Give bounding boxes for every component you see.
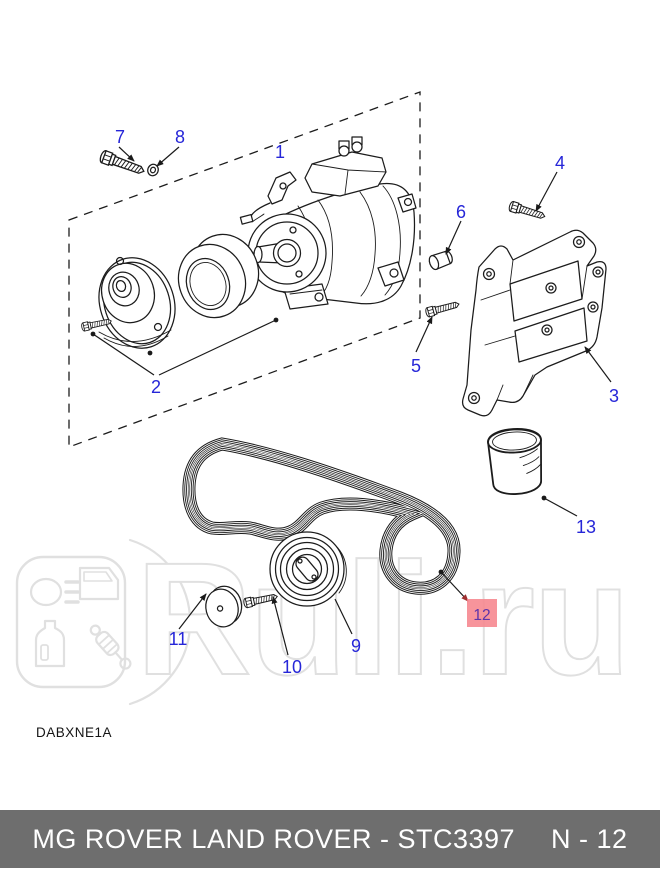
footer-title: MG ROVER LAND ROVER - STC3397: [32, 823, 516, 854]
callout-9: 9: [351, 636, 361, 656]
leader-10: [271, 596, 289, 656]
clutch-bolt: [80, 316, 113, 332]
leader-8: [156, 146, 180, 167]
part-clutch-coil: [177, 233, 260, 319]
callout-6: 6: [456, 202, 466, 222]
callout-labels: 1 2 3 4 5 6 7 8 9 10 11 13: [115, 127, 619, 677]
car-door-icon: [78, 566, 120, 601]
leader-2a: [92, 333, 155, 376]
highlight-box: [467, 599, 497, 627]
exploded-parts-diagram: Ruli.ru: [15, 91, 632, 740]
callout-4: 4: [555, 153, 565, 173]
callout-5: 5: [411, 356, 421, 376]
part-compressor: [239, 136, 417, 310]
part-idler-disc: [205, 585, 243, 628]
leader-11: [178, 593, 207, 630]
callout-12: 12: [473, 607, 490, 624]
lifting-bracket: [267, 171, 297, 205]
wire-harness: [249, 202, 271, 221]
callout-10: 10: [282, 657, 302, 677]
assembly-outline-box: [68, 91, 421, 448]
callout-8: 8: [175, 127, 185, 147]
washer-8: [147, 163, 159, 177]
callout-11: 11: [169, 629, 188, 649]
leader-3: [584, 346, 612, 383]
part-clutch-plate: [98, 256, 176, 349]
bolt-7: [98, 149, 147, 178]
callout-2: 2: [151, 377, 161, 397]
leader-5: [415, 316, 433, 353]
drawing-code: DABXNE1A: [36, 725, 112, 740]
part-tensioner-pulley: [269, 531, 347, 607]
leader-9: [334, 598, 353, 635]
part-hose-sleeve: [487, 428, 543, 495]
shock-absorber-icon: [89, 624, 132, 670]
bolt-4: [507, 200, 547, 222]
callout-3: 3: [609, 386, 619, 406]
part-mounting-bracket: [461, 229, 607, 417]
headlight-icon: [29, 577, 80, 607]
callout-7: 7: [115, 127, 125, 147]
watermark-circle-arc: [128, 538, 192, 706]
leader-4: [535, 171, 558, 212]
leader-7: [118, 146, 135, 162]
bolt-5: [424, 298, 461, 318]
leader-13: [543, 497, 578, 517]
watermark-logo-box: [15, 555, 127, 689]
footer-page-ref: N - 12: [551, 823, 628, 854]
leader-2b: [158, 319, 277, 376]
footer-bar: MG ROVER LAND ROVER - STC3397 N - 12: [0, 810, 660, 868]
leader-12: [440, 571, 469, 602]
leader-lines: [90, 146, 612, 656]
oil-can-icon: [34, 619, 66, 668]
leader-6: [445, 220, 462, 255]
highlighted-callout-12: 12: [467, 599, 497, 627]
callout-1: 1: [275, 142, 285, 162]
bushing-6: [428, 250, 453, 271]
callout-13: 13: [576, 517, 596, 537]
wire-connector: [239, 213, 254, 225]
